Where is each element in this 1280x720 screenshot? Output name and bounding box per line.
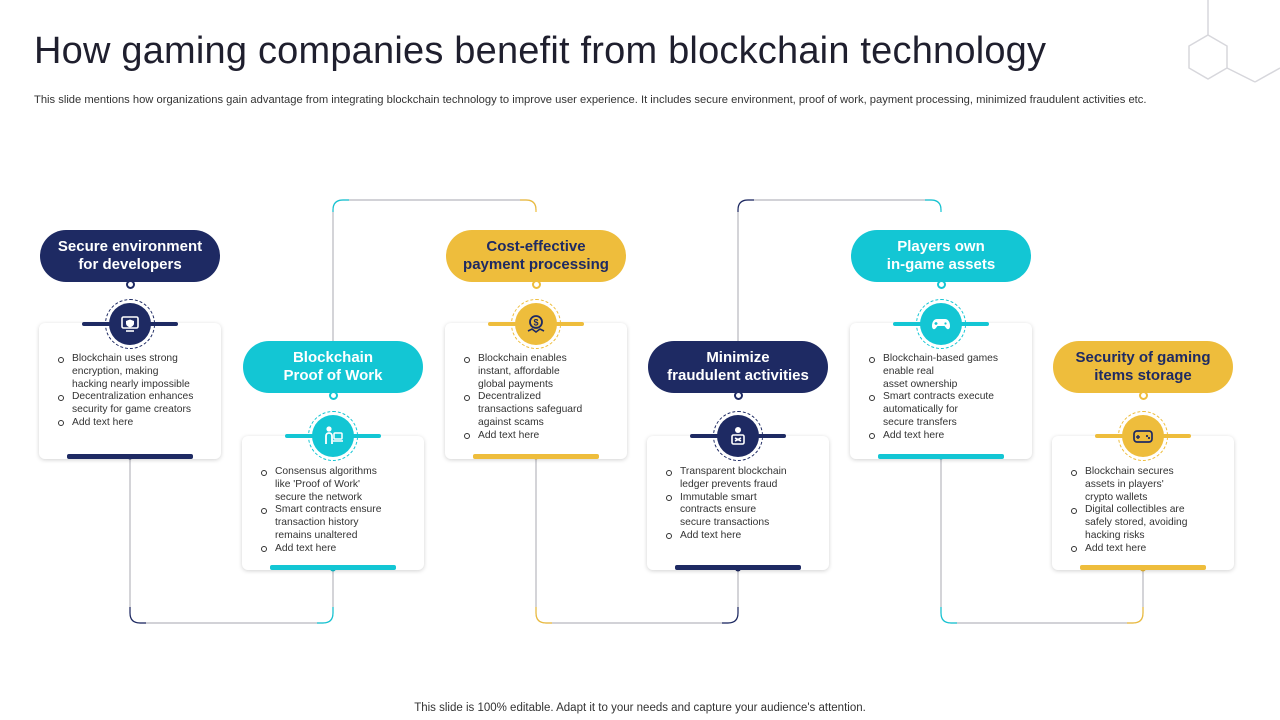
top-bracket-cap [332, 199, 349, 212]
step-heading: Blockchain Proof of Work [243, 341, 423, 393]
bottom-bracket-cap [722, 607, 739, 624]
gamepad-icon [920, 303, 962, 345]
slide-title: How gaming companies benefit from blockc… [34, 30, 1047, 72]
bullet-item: Consensus algorithms like 'Proof of Work… [258, 466, 414, 504]
bullet-item: Add text here [258, 543, 414, 556]
bottom-bracket-cap [317, 607, 334, 624]
bullet-item: Add text here [663, 530, 819, 543]
bullet-item: Blockchain uses strong encryption, makin… [55, 353, 211, 391]
heading-connector-dot [1138, 390, 1148, 400]
bottom-bracket-cap [129, 607, 146, 624]
bullet-item: Add text here [461, 430, 617, 443]
heading-connector-dot [733, 390, 743, 400]
card-accent-bar [473, 454, 599, 459]
bullet-list: Transparent blockchain ledger prevents f… [663, 466, 819, 543]
bullet-list: Blockchain secures assets in players' cr… [1068, 466, 1224, 556]
step-heading: Secure environment for developers [40, 230, 220, 282]
card-accent-bar [878, 454, 1004, 459]
bullet-item: Add text here [1068, 543, 1224, 556]
card-accent-bar [270, 565, 396, 570]
bullet-item: Immutable smart contracts ensure secure … [663, 492, 819, 530]
slide-subtitle: This slide mentions how organizations ga… [34, 94, 1147, 106]
icon-ring [105, 299, 155, 349]
top-bracket-cap [737, 199, 754, 212]
bullet-item: Blockchain enables instant, affordable g… [461, 353, 617, 391]
bullet-list: Consensus algorithms like 'Proof of Work… [258, 466, 414, 556]
flow-connector-lines [127, 199, 1146, 624]
icon-ring [713, 411, 763, 461]
svg-text:$: $ [533, 318, 538, 328]
bullet-item: Decentralization enhances security for g… [55, 391, 211, 417]
developer-shield-icon [109, 303, 151, 345]
step-card: Blockchain-based games enable real asset… [850, 323, 1032, 459]
heading-connector-dot [125, 279, 135, 289]
bullet-item: Add text here [55, 417, 211, 430]
bullet-item: Decentralized transactions safeguard aga… [461, 391, 617, 429]
bullet-item: Blockchain secures assets in players' cr… [1068, 466, 1224, 504]
bullet-item: Transparent blockchain ledger prevents f… [663, 466, 819, 492]
top-bracket-cap [520, 199, 537, 212]
worker-desk-icon [312, 415, 354, 457]
step-card: Transparent blockchain ledger prevents f… [647, 436, 829, 570]
bullet-item: Add text here [866, 430, 1022, 443]
heading-connector-dot [936, 279, 946, 289]
bullet-list: Blockchain enables instant, affordable g… [461, 353, 617, 443]
step-heading: Players own in-game assets [851, 230, 1031, 282]
heading-connector-dot [328, 390, 338, 400]
bullet-item: Blockchain-based games enable real asset… [866, 353, 1022, 391]
icon-ring [308, 411, 358, 461]
game-console-icon [1122, 415, 1164, 457]
footer-note: This slide is 100% editable. Adapt it to… [414, 702, 866, 714]
step-heading: Minimize fraudulent activities [648, 341, 828, 393]
icon-ring [916, 299, 966, 349]
coin-payment-icon: $ [515, 303, 557, 345]
step-card: Consensus algorithms like 'Proof of Work… [242, 436, 424, 570]
bullet-item: Smart contracts execute automatically fo… [866, 391, 1022, 429]
step-heading: Cost-effective payment processing [446, 230, 626, 282]
bullet-list: Blockchain uses strong encryption, makin… [55, 353, 211, 430]
icon-ring [511, 299, 561, 349]
bullet-item: Smart contracts ensure transaction histo… [258, 504, 414, 542]
heading-connector-dot [531, 279, 541, 289]
bottom-bracket-cap [1127, 607, 1144, 624]
top-bracket-cap [925, 199, 942, 212]
step-heading: Security of gaming items storage [1053, 341, 1233, 393]
card-accent-bar [67, 454, 193, 459]
bullet-item: Digital collectibles are safely stored, … [1068, 504, 1224, 542]
icon-ring [1118, 411, 1168, 461]
card-accent-bar [1080, 565, 1206, 570]
hexagon-corner-icon [1188, 0, 1280, 83]
bottom-bracket-cap [535, 607, 552, 624]
card-accent-bar [675, 565, 801, 570]
bottom-bracket-cap [940, 607, 957, 624]
fraud-alert-icon [717, 415, 759, 457]
bullet-list: Blockchain-based games enable real asset… [866, 353, 1022, 443]
